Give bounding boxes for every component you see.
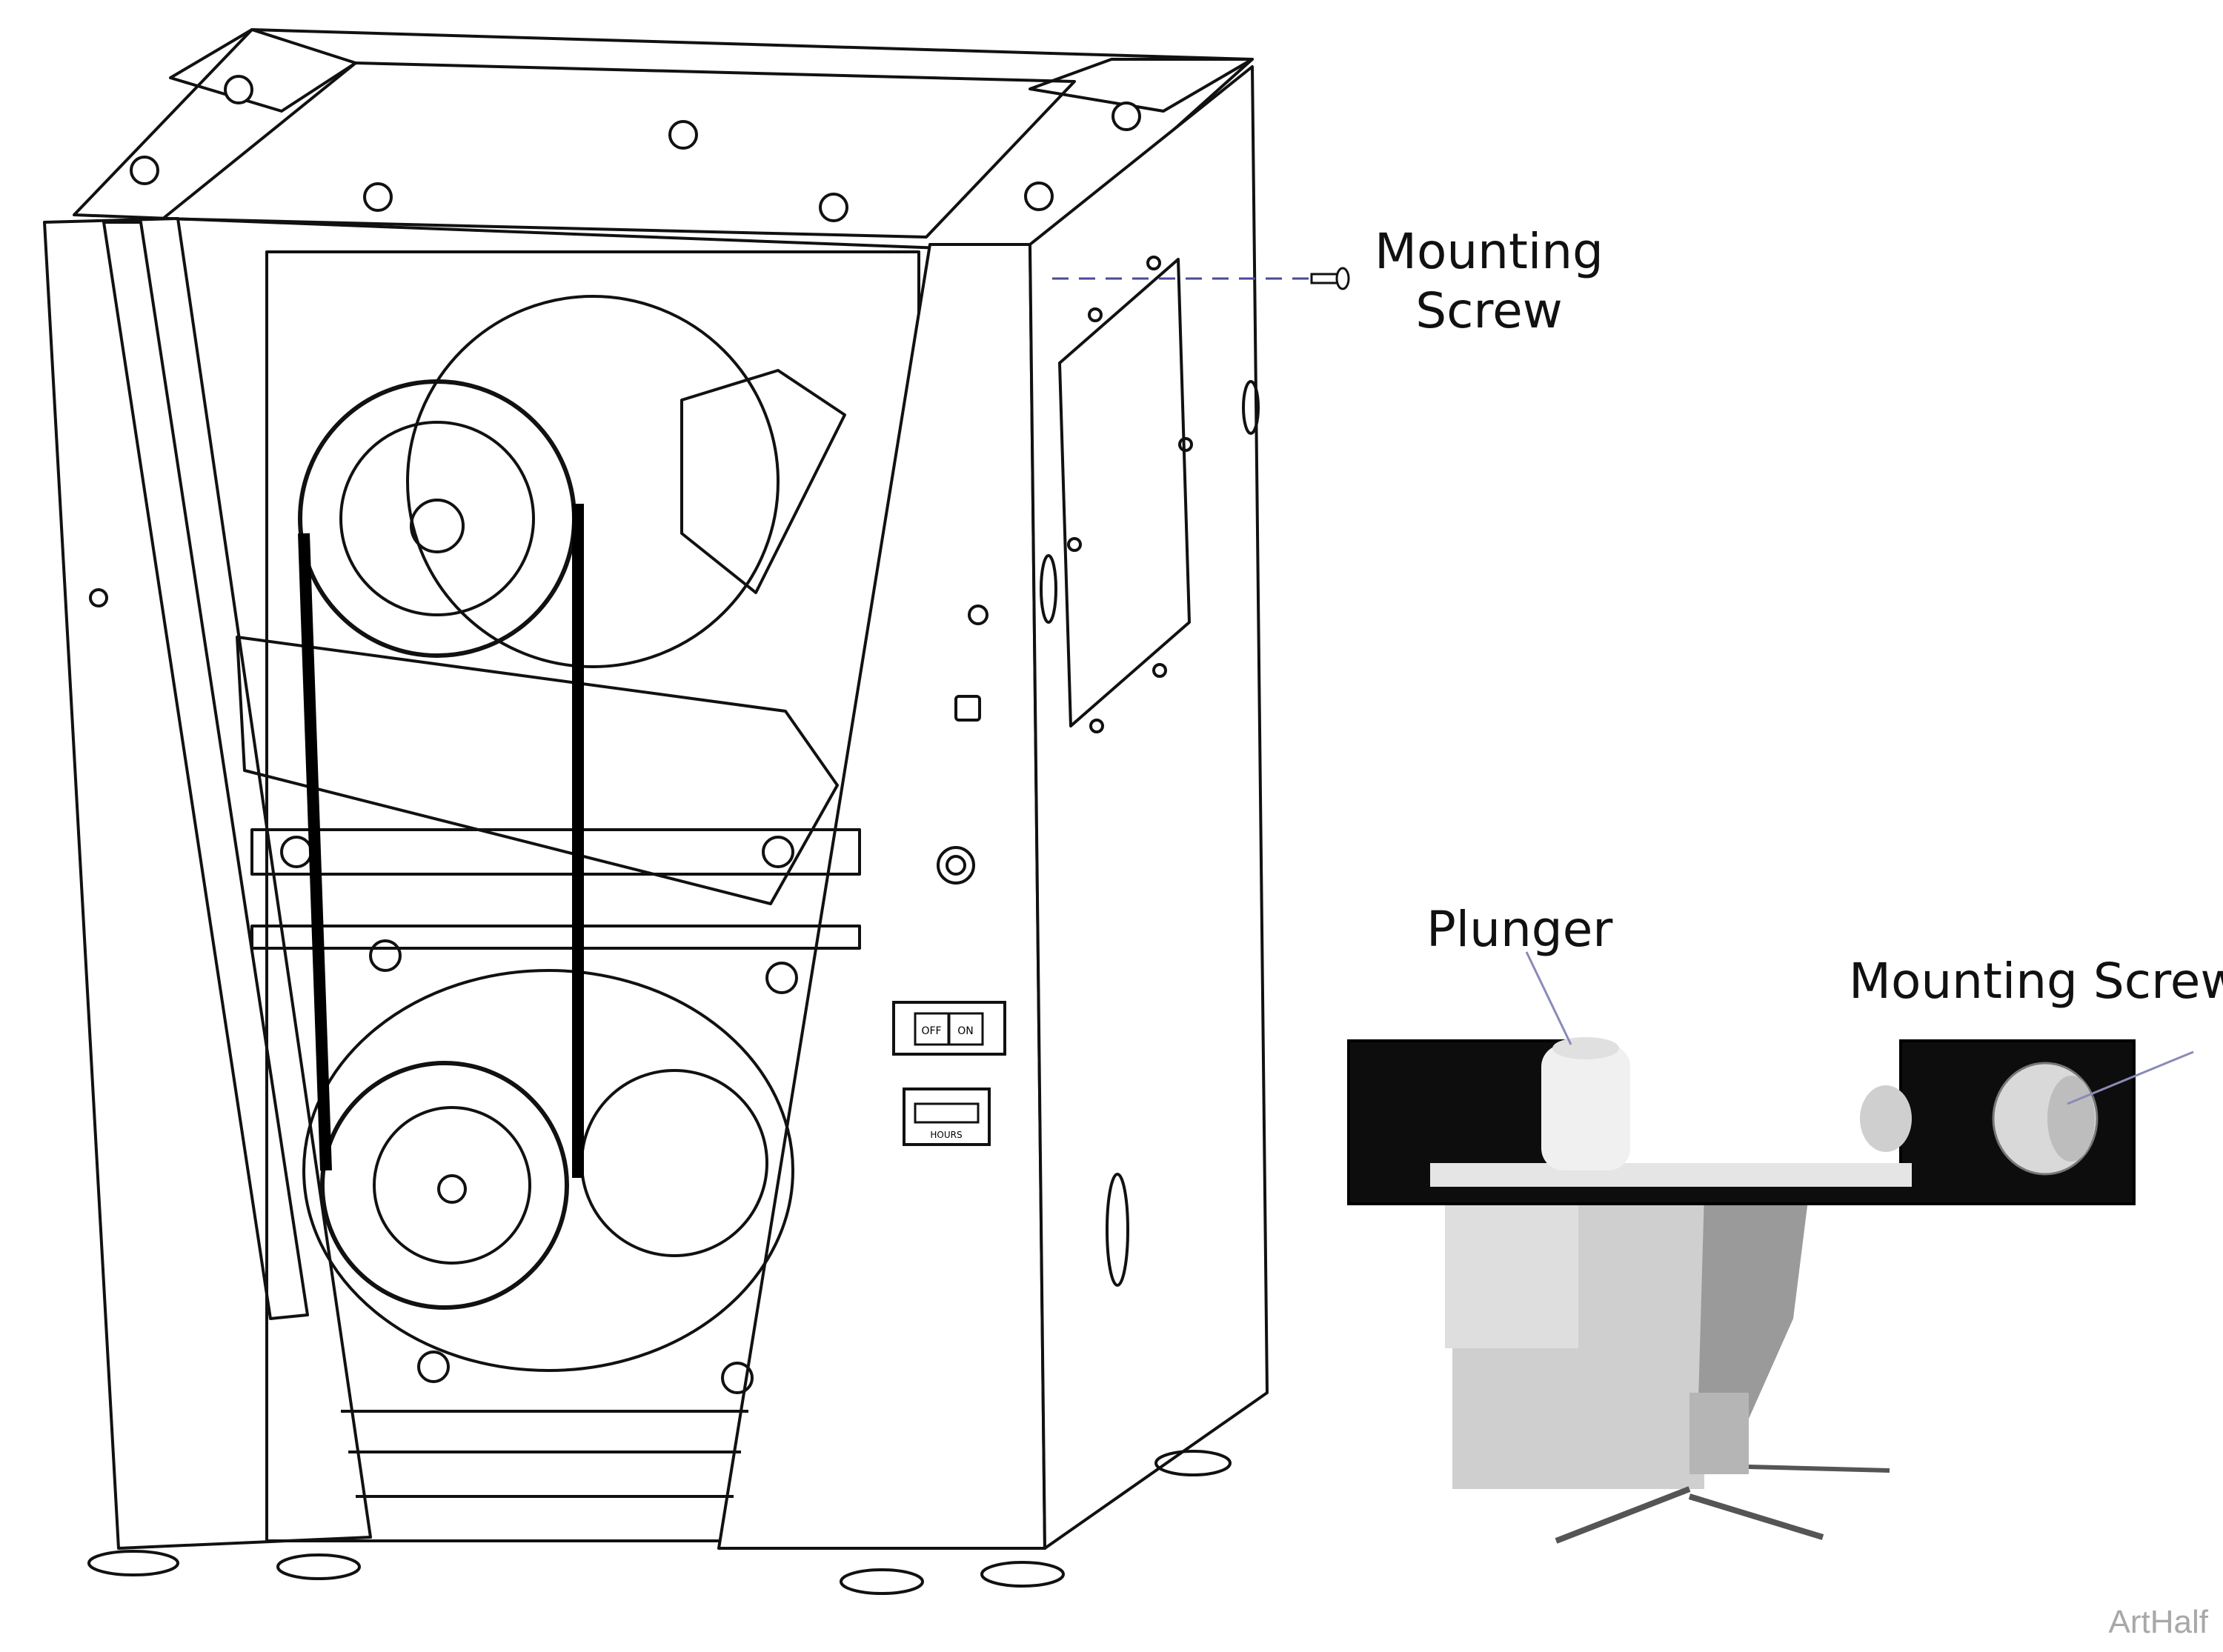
mounting-screw-label-top: Mounting Screw bbox=[1375, 222, 1604, 341]
bolt bbox=[765, 962, 798, 994]
top-bolt bbox=[224, 75, 253, 104]
foot bbox=[87, 1550, 179, 1576]
motor-mount-bracket bbox=[680, 369, 846, 594]
side-slot bbox=[1242, 380, 1260, 435]
connector-port bbox=[937, 846, 975, 885]
lower-pulley-hub bbox=[437, 1174, 467, 1204]
switch-terminal bbox=[1689, 1393, 1749, 1474]
foot bbox=[1154, 1450, 1232, 1476]
panel-hole bbox=[89, 588, 108, 607]
cover-screw bbox=[1088, 307, 1103, 322]
terminal-wire bbox=[1555, 1486, 1691, 1544]
mounting-screw-label-line2: Screw bbox=[1415, 282, 1563, 339]
plunger-leader bbox=[1525, 951, 1572, 1045]
mounting-screw-label-line1: Mounting bbox=[1375, 223, 1604, 280]
top-bolt bbox=[668, 120, 698, 150]
foot bbox=[980, 1561, 1065, 1588]
right-side-panel bbox=[717, 243, 1046, 1550]
bolt bbox=[721, 1362, 754, 1394]
bolt bbox=[762, 836, 794, 868]
plunger bbox=[1541, 1045, 1630, 1170]
indicator-light bbox=[954, 695, 981, 722]
inset-mounting-screw-leader bbox=[2067, 1050, 2194, 1105]
terminal-wire bbox=[1748, 1465, 1890, 1473]
motor-plate bbox=[236, 636, 839, 905]
switch-on-rocker bbox=[948, 1012, 984, 1046]
motor-housing bbox=[406, 295, 780, 668]
lower-pulley-inner bbox=[373, 1106, 531, 1265]
top-bolts bbox=[130, 75, 1141, 222]
switch-on-label: ON bbox=[957, 1025, 974, 1037]
plunger-label: Plunger bbox=[1426, 901, 1613, 958]
bolt bbox=[369, 939, 402, 972]
crossbar bbox=[250, 828, 861, 876]
foot bbox=[840, 1568, 924, 1595]
screw-boss bbox=[1860, 1085, 1912, 1152]
top-bolt bbox=[819, 193, 848, 222]
top-opening bbox=[162, 61, 1076, 239]
foot bbox=[276, 1553, 361, 1580]
plunger-tip bbox=[1552, 1037, 1619, 1059]
top-bolt bbox=[130, 156, 159, 185]
panel-hole bbox=[968, 604, 988, 625]
limit-switch-inset bbox=[1347, 1037, 2136, 1544]
lower-pulley bbox=[320, 1061, 569, 1310]
switch-off-rocker bbox=[914, 1012, 950, 1046]
top-bolt bbox=[1024, 181, 1054, 211]
cover-screw bbox=[1152, 663, 1167, 678]
left-side-panel bbox=[43, 217, 372, 1550]
cabinet-drawing bbox=[43, 28, 1269, 1595]
hour-meter-display bbox=[914, 1102, 980, 1124]
top-bolt bbox=[363, 182, 393, 212]
cover-screw bbox=[1067, 537, 1082, 552]
power-switch: OFF ON bbox=[892, 1001, 1006, 1056]
bolt bbox=[280, 836, 313, 868]
drive-belt bbox=[298, 504, 584, 1178]
left-edge-strip bbox=[102, 221, 309, 1320]
bolt bbox=[417, 1350, 450, 1383]
switch-off-label: OFF bbox=[921, 1025, 941, 1037]
cabinet-side bbox=[1029, 65, 1269, 1550]
terminal-wire bbox=[1688, 1493, 1824, 1540]
inset-mounting-screw-slot bbox=[2047, 1076, 2095, 1162]
screw-head bbox=[1335, 267, 1350, 290]
cover-screw bbox=[1178, 437, 1193, 452]
side-slot bbox=[1040, 554, 1057, 624]
motor-shaft bbox=[410, 499, 465, 553]
gearbox-housing bbox=[302, 969, 794, 1372]
access-cover-plate bbox=[1058, 258, 1191, 727]
mounting-screw-label-inset: Mounting Screw bbox=[1849, 953, 2223, 1010]
connector-port-inner bbox=[946, 855, 966, 876]
crossbar bbox=[250, 925, 861, 950]
bracket-ledge bbox=[1430, 1163, 1912, 1187]
hour-meter-label: HOURS bbox=[930, 1130, 962, 1140]
footer-credit: ArtHalf bbox=[2108, 1604, 2208, 1640]
motor-pulley-inner bbox=[339, 421, 535, 616]
gear-cover bbox=[580, 1069, 768, 1257]
switch-plate bbox=[892, 1001, 1006, 1056]
cover-screw bbox=[1146, 256, 1161, 270]
hour-meter: HOURS bbox=[903, 1088, 991, 1146]
top-bolt bbox=[1112, 101, 1141, 131]
loose-mounting-screw bbox=[1310, 267, 1350, 290]
cover-screw bbox=[1089, 719, 1104, 733]
side-slot bbox=[1106, 1173, 1129, 1287]
switch-body-upper bbox=[1445, 1185, 1578, 1348]
switch-arm bbox=[1697, 1193, 1808, 1452]
